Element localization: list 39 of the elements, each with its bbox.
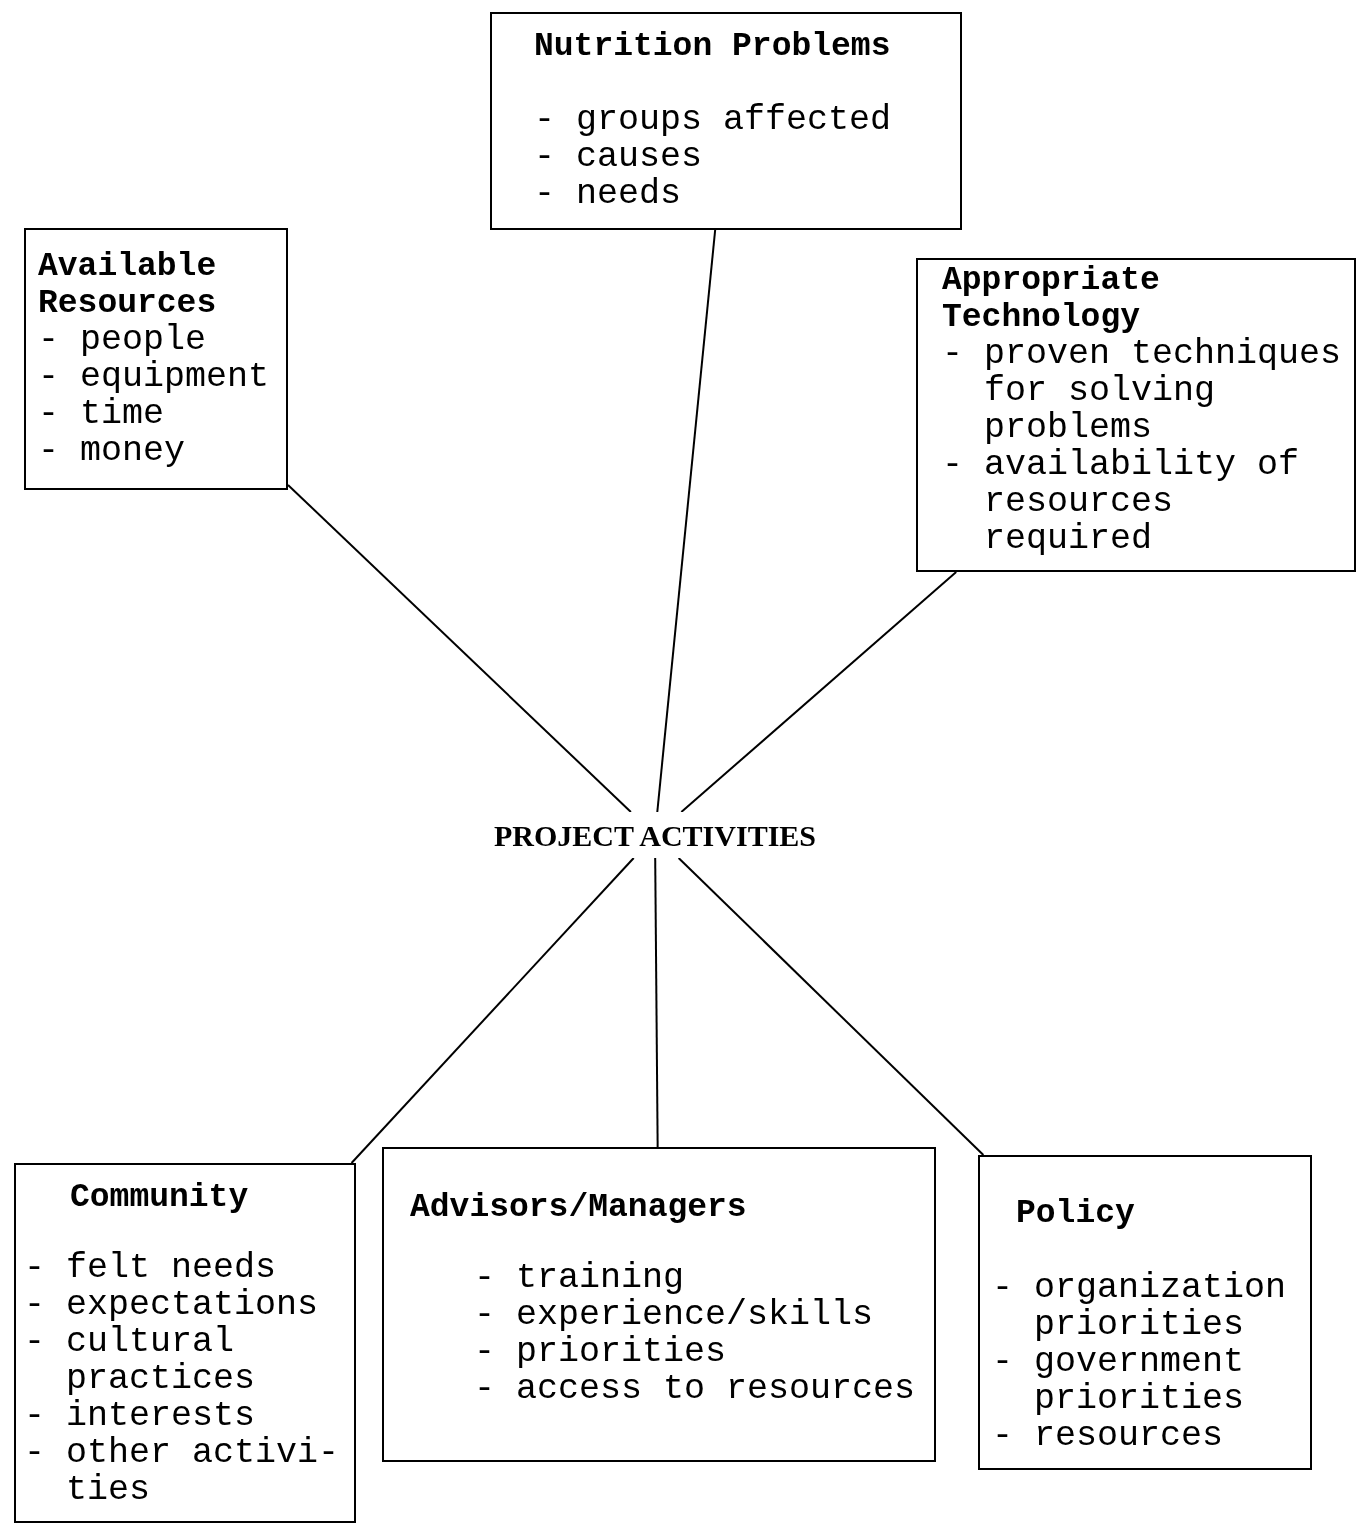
list-item: - time <box>38 396 166 433</box>
topic-box <box>14 1163 356 1523</box>
topic-box <box>24 228 288 490</box>
list-item: - proven techniques for solving problems <box>942 336 1343 447</box>
list-item: - causes <box>534 139 704 176</box>
box-heading: Advisors/Managers <box>410 1189 748 1226</box>
topic-box <box>978 1155 1312 1470</box>
connector-line <box>656 229 717 813</box>
list-item: - availability of resources required <box>942 447 1301 558</box>
box-heading: Appropriate Technology <box>942 262 1161 336</box>
list-item: - experience/skills <box>474 1297 875 1334</box>
box-heading: Community <box>70 1179 250 1216</box>
list-item: - training <box>474 1260 686 1297</box>
list-item: - felt needs <box>24 1250 278 1287</box>
topic-box <box>916 258 1356 572</box>
list-item: - money <box>38 433 187 470</box>
list-item: - groups affected <box>534 102 893 139</box>
box-heading: Nutrition Problems <box>534 28 892 65</box>
list-item: - organization priorities <box>992 1270 1288 1344</box>
connector-line <box>677 857 985 1156</box>
list-item: - interests <box>24 1398 257 1435</box>
list-item: - other activi- ties <box>24 1435 341 1509</box>
connector-line <box>654 857 659 1148</box>
list-item: - equipment <box>38 359 271 396</box>
list-item: - expectations <box>24 1287 320 1324</box>
list-item: - needs <box>534 176 683 213</box>
connector-line <box>350 857 635 1164</box>
connector-line <box>287 483 632 813</box>
box-heading: Policy <box>1016 1195 1136 1232</box>
box-heading: Available Resources <box>38 248 218 322</box>
list-item: - government priorities <box>992 1344 1246 1418</box>
list-item: - resources <box>992 1418 1225 1455</box>
topic-box <box>490 12 962 230</box>
connector-line <box>680 571 958 813</box>
list-item: - access to resources <box>474 1371 917 1408</box>
list-item: - priorities <box>474 1334 728 1371</box>
list-item: - cultural practices <box>24 1324 257 1398</box>
topic-box <box>382 1147 936 1462</box>
list-item: - people <box>38 322 208 359</box>
